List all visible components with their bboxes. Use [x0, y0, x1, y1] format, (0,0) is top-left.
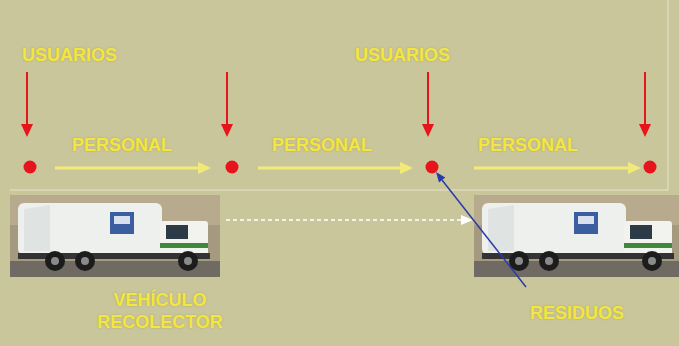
label-text: PERSONAL: [72, 134, 172, 156]
label-text: RESIDUOS: [530, 302, 624, 324]
waste-leader-line: [436, 172, 526, 287]
user-arrows: [21, 72, 651, 137]
collection-points: [24, 161, 657, 174]
truck-route-arrow: [226, 215, 473, 225]
label-text: PERSONAL: [272, 134, 372, 156]
label-text: USUARIOS: [22, 44, 117, 66]
label-text: USUARIOS: [355, 44, 450, 66]
label-text: VEHÍCULO RECOLECTOR: [90, 289, 230, 333]
frame-line: [10, 0, 668, 190]
truck-picture: [474, 195, 679, 277]
staff-arrows: [55, 162, 641, 174]
label-text: PERSONAL: [478, 134, 578, 156]
truck-picture: [10, 195, 220, 277]
